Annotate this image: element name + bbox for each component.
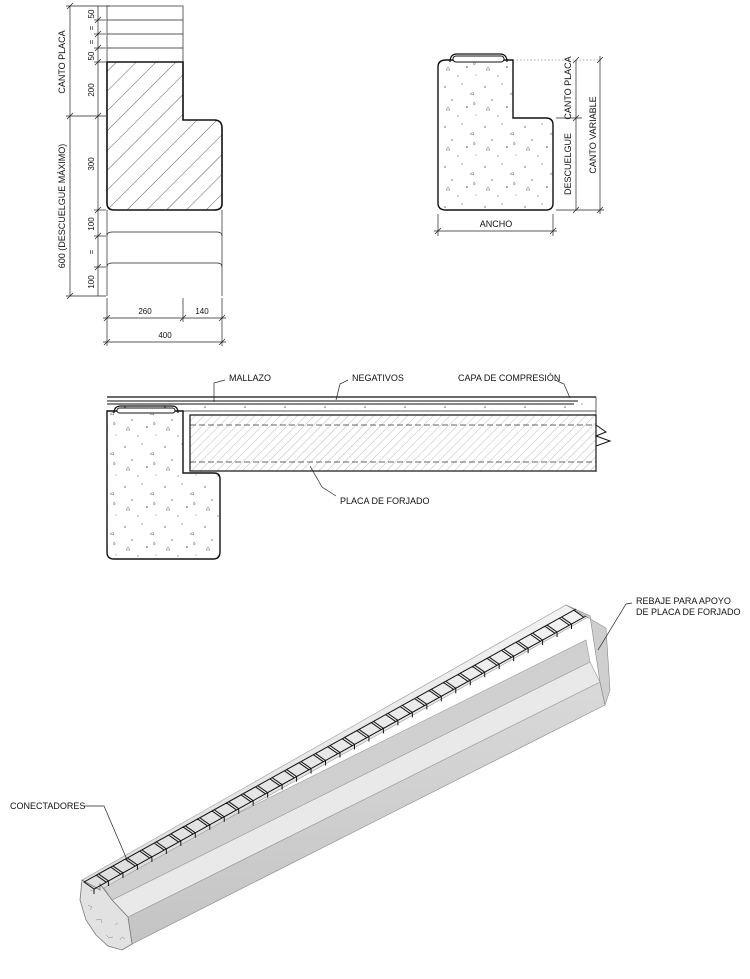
section-a-lower-extension bbox=[106, 210, 223, 296]
beam-end-face bbox=[79, 879, 133, 951]
section-b-reinforcement-loop bbox=[449, 53, 508, 63]
label-canto-placa-a: CANTO PLACA bbox=[57, 30, 67, 93]
section-b-beam-body bbox=[437, 59, 554, 211]
label-placa-forjado: PLACA DE FORJADO bbox=[340, 496, 430, 506]
beam-ledge-top bbox=[111, 661, 601, 918]
label-dim-eq-1: = bbox=[87, 25, 96, 30]
section-b-right-dimensions bbox=[556, 56, 604, 214]
label-dim-50-bottom: 50 bbox=[87, 51, 96, 60]
section-c-beam-body bbox=[106, 410, 221, 560]
beam-end-texture bbox=[87, 889, 126, 941]
section-a-left-dimensions bbox=[66, 2, 110, 300]
label-ancho: ANCHO bbox=[480, 219, 513, 229]
section-d-isometric-beam bbox=[79, 602, 633, 951]
label-dim-400: 400 bbox=[158, 331, 172, 340]
label-descuelgue-b: DESCUELGUE bbox=[563, 133, 573, 195]
label-descuelgue-maximo: 600 (DESCUELGUE MÁXIMO) bbox=[57, 144, 67, 269]
section-a-beam-hatched bbox=[106, 61, 223, 211]
label-dim-eq-2: = bbox=[87, 39, 96, 44]
section-a-top-layers bbox=[106, 5, 184, 63]
beam-inner-face bbox=[99, 639, 591, 901]
section-c-slab-plate bbox=[189, 414, 597, 472]
section-b-bottom-dimension bbox=[434, 214, 557, 236]
label-dim-260: 260 bbox=[138, 307, 152, 316]
label-rebaje-line1: REBAJE PARA APOYO bbox=[636, 596, 731, 606]
label-dim-50-top: 50 bbox=[87, 9, 96, 18]
label-mallazo: MALLAZO bbox=[229, 373, 271, 383]
section-a-bottom-dimensions bbox=[103, 298, 226, 346]
connector-stirrups bbox=[83, 608, 587, 894]
label-dim-100-bottom: 100 bbox=[87, 275, 96, 289]
label-dim-100-top: 100 bbox=[87, 217, 96, 231]
label-conectadores: CONECTADORES bbox=[10, 801, 85, 811]
label-canto-variable: CANTO VARIABLE bbox=[588, 96, 598, 173]
section-a-dimensioned-beam: 600 (DESCUELGUE MÁXIMO) CANTO PLACA 50 =… bbox=[57, 2, 226, 346]
connectors-group bbox=[83, 608, 587, 894]
label-dim-300: 300 bbox=[87, 157, 96, 171]
label-dim-140: 140 bbox=[195, 307, 209, 316]
label-dim-200: 200 bbox=[87, 83, 96, 97]
section-c-beam-with-slab bbox=[106, 379, 612, 560]
label-canto-placa-b: CANTO PLACA bbox=[563, 56, 573, 119]
label-dim-eq-lower: = bbox=[87, 249, 96, 254]
section-b-generic-beam: CANTO PLACA DESCUELGUE CANTO VARIABLE AN… bbox=[434, 53, 604, 236]
label-rebaje-line2: DE PLACA DE FORJADO bbox=[636, 607, 741, 617]
label-capa-compresion: CAPA DE COMPRESIÓN bbox=[458, 373, 560, 383]
label-negativos: NEGATIVOS bbox=[352, 373, 404, 383]
